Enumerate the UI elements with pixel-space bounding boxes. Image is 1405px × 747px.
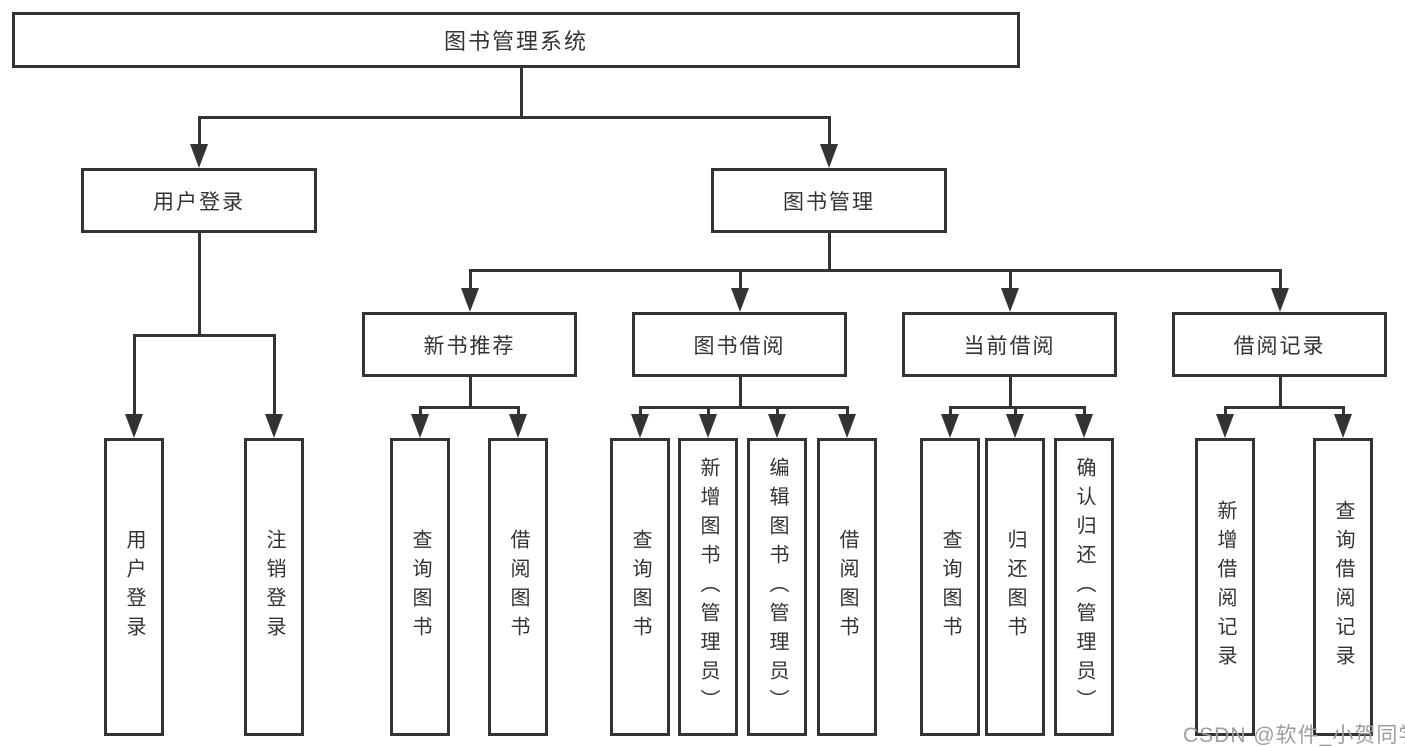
arrowhead-down-icon xyxy=(1216,414,1234,438)
csdn-watermark: CSDN @软件_小贺同学 xyxy=(1183,724,1405,747)
node-label: 新增图书（管理员） xyxy=(697,456,719,718)
arrowhead-down-icon xyxy=(509,414,527,438)
arrowhead-down-icon xyxy=(265,414,283,438)
arrowhead-down-icon xyxy=(699,414,717,438)
connector-line xyxy=(1279,269,1282,294)
leaf-borrow-book-2: 借阅图书 xyxy=(817,438,877,736)
connector-line xyxy=(517,406,520,420)
connector-line xyxy=(469,269,472,294)
node-label: 图书借阅 xyxy=(693,334,786,358)
leaf-add-borrow-record: 新增借阅记录 xyxy=(1195,438,1255,736)
node-label: 用户登录 xyxy=(153,190,245,214)
connector-line xyxy=(828,233,831,272)
connector-line xyxy=(273,334,276,420)
connector-line xyxy=(419,406,422,420)
arrowhead-down-icon xyxy=(1001,288,1019,312)
node-label: 查询图书 xyxy=(629,529,651,645)
connector-line xyxy=(419,406,520,409)
arrowhead-down-icon xyxy=(768,414,786,438)
node-label: 新增借阅记录 xyxy=(1214,500,1236,674)
connector-line xyxy=(198,233,201,337)
connector-line xyxy=(133,334,276,337)
node-user-login: 用户登录 xyxy=(81,168,317,233)
leaf-query-book-1: 查询图书 xyxy=(390,438,450,736)
arrowhead-down-icon xyxy=(1334,414,1352,438)
connector-line xyxy=(707,406,710,420)
connector-line xyxy=(639,406,642,420)
leaf-borrow-book-1: 借阅图书 xyxy=(488,438,548,736)
node-label: 查询借阅记录 xyxy=(1332,500,1354,674)
node-label: 注销登录 xyxy=(263,529,285,645)
node-label: 用户登录 xyxy=(123,529,145,645)
leaf-return-book: 归还图书 xyxy=(985,438,1045,736)
arrowhead-down-icon xyxy=(461,288,479,312)
connector-line xyxy=(1224,406,1345,409)
arrowhead-down-icon xyxy=(1075,414,1093,438)
leaf-query-book-2: 查询图书 xyxy=(610,438,670,736)
arrowhead-down-icon xyxy=(941,414,959,438)
arrowhead-down-icon xyxy=(838,414,856,438)
node-label: 查询图书 xyxy=(409,529,431,645)
node-label: 借阅记录 xyxy=(1233,334,1326,358)
connector-line xyxy=(469,377,472,409)
connector-line xyxy=(828,116,831,148)
connector-line xyxy=(469,269,1282,272)
node-library-management-system: 图书管理系统 xyxy=(12,12,1020,68)
arrowhead-down-icon xyxy=(1271,288,1289,312)
connector-line xyxy=(949,406,952,420)
arrowhead-down-icon xyxy=(411,414,429,438)
node-book-management: 图书管理 xyxy=(711,168,947,233)
arrowhead-down-icon xyxy=(820,144,838,168)
arrowhead-down-icon xyxy=(125,414,143,438)
node-borrowing-records: 借阅记录 xyxy=(1172,312,1387,377)
arrowhead-down-icon xyxy=(731,288,749,312)
connector-line xyxy=(133,334,136,420)
connector-line xyxy=(1224,406,1227,420)
node-label: 确认归还（管理员） xyxy=(1073,456,1095,718)
leaf-query-borrow-record: 查询借阅记录 xyxy=(1313,438,1373,736)
connector-line xyxy=(1083,406,1086,420)
node-label: 编辑图书（管理员） xyxy=(766,456,788,718)
arrowhead-down-icon xyxy=(190,144,208,168)
leaf-query-book-3: 查询图书 xyxy=(920,438,980,736)
node-label: 归还图书 xyxy=(1004,529,1026,645)
node-current-borrowing: 当前借阅 xyxy=(902,312,1117,377)
connector-line xyxy=(1009,377,1012,409)
connector-line xyxy=(1009,269,1012,294)
connector-line xyxy=(739,269,742,294)
node-label: 查询图书 xyxy=(939,529,961,645)
connector-line xyxy=(776,406,779,420)
leaf-confirm-return-admin: 确认归还（管理员） xyxy=(1054,438,1114,736)
node-label: 图书管理系统 xyxy=(443,29,588,54)
connector-line xyxy=(198,116,831,119)
node-book-borrowing: 图书借阅 xyxy=(632,312,847,377)
node-label: 借阅图书 xyxy=(836,529,858,645)
connector-line xyxy=(520,68,523,118)
connector-line xyxy=(1014,406,1017,420)
leaf-user-login: 用户登录 xyxy=(104,438,164,736)
arrowhead-down-icon xyxy=(1006,414,1024,438)
node-label: 新书推荐 xyxy=(423,334,516,358)
leaf-logout: 注销登录 xyxy=(244,438,304,736)
connector-line xyxy=(639,406,849,409)
connector-line xyxy=(949,406,1086,409)
node-label: 当前借阅 xyxy=(963,334,1056,358)
node-new-book-recommend: 新书推荐 xyxy=(362,312,577,377)
node-label: 借阅图书 xyxy=(507,529,529,645)
connector-line xyxy=(1342,406,1345,420)
leaf-edit-book-admin: 编辑图书（管理员） xyxy=(747,438,807,736)
arrowhead-down-icon xyxy=(631,414,649,438)
connector-line xyxy=(198,116,201,148)
connector-line xyxy=(1279,377,1282,409)
connector-line xyxy=(739,377,742,409)
connector-line xyxy=(846,406,849,420)
node-label: 图书管理 xyxy=(783,190,875,214)
leaf-add-book-admin: 新增图书（管理员） xyxy=(678,438,738,736)
